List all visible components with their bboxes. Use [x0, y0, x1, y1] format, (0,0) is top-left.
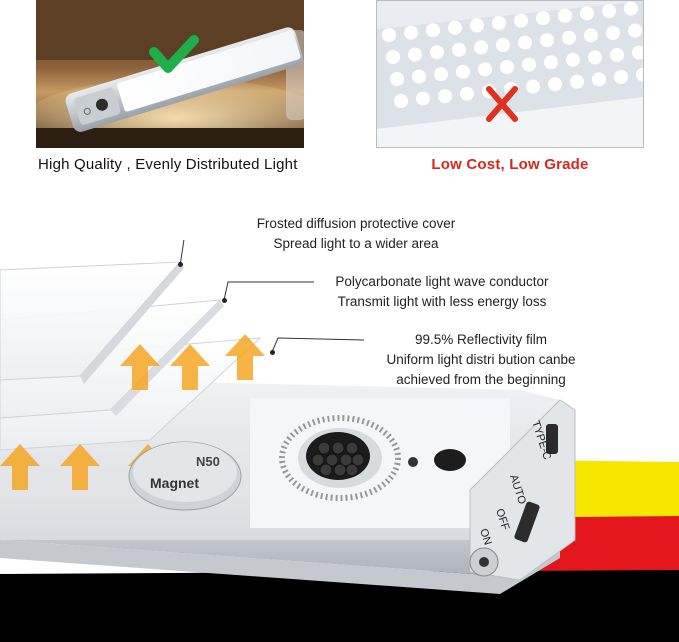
- led-dot: [518, 35, 532, 50]
- led-dot: [558, 8, 572, 23]
- led-dot: [438, 89, 452, 104]
- led-dot: [492, 16, 506, 30]
- sensor-lens-cell: [351, 453, 365, 467]
- end-cap-screw-icon: [479, 557, 489, 567]
- device-exploded-view: N50 Magnet TYPE-C ON OFF AUTO: [0, 240, 679, 642]
- sensor-lens-cell: [345, 441, 359, 455]
- led-dot: [606, 26, 620, 40]
- callout-1-line-1: Frosted diffusion protective cover: [256, 216, 456, 231]
- callout-reflectivity-film: 99.5% Reflectivity film Uniform light di…: [366, 330, 596, 390]
- led-dot: [456, 64, 470, 79]
- sensor-lens-cell: [319, 463, 333, 477]
- up-arrow-icon: [0, 444, 40, 490]
- led-dot: [514, 13, 528, 28]
- led-dot: [570, 74, 584, 89]
- sensor-lens-cell: [331, 441, 345, 455]
- led-dot: [496, 38, 510, 52]
- led-dot: [536, 11, 550, 26]
- led-dot: [548, 77, 562, 92]
- led-dot: [544, 55, 558, 70]
- good-quality-scene: [36, 0, 304, 148]
- up-arrow-icon: [225, 334, 265, 380]
- led-dot: [460, 86, 474, 101]
- low-grade-caption: Low Cost, Low Grade: [431, 156, 589, 173]
- side-control-panel: TYPE-C ON OFF AUTO: [469, 399, 576, 581]
- callout-leader-lines: [179, 240, 365, 353]
- led-dot: [426, 23, 440, 38]
- led-dot: [588, 50, 602, 65]
- led-dot: [522, 57, 536, 72]
- switch-label-on: ON: [477, 527, 494, 546]
- frosted-diffusion-cover-layer: [0, 261, 184, 384]
- light-sensor-icon: [434, 449, 466, 471]
- sensor-lens-cell: [345, 463, 359, 477]
- led-dot: [452, 42, 466, 57]
- cross-mark-icon: [486, 86, 518, 122]
- callout-dot-2: [222, 298, 227, 303]
- led-dot: [474, 40, 488, 55]
- led-dot: [624, 1, 638, 16]
- led-dot: [562, 30, 576, 45]
- led-dot: [500, 60, 514, 74]
- sensor-icon: [95, 98, 108, 111]
- sensor-lens-cell: [333, 463, 347, 477]
- led-dot: [404, 25, 418, 40]
- led-dot: [580, 6, 594, 21]
- light-bar-good: [65, 27, 303, 132]
- magnet-disc: N50 Magnet: [128, 441, 242, 511]
- led-dot: [628, 23, 642, 38]
- led-dot: [412, 69, 426, 84]
- indicator-led-icon: [408, 457, 418, 467]
- up-arrow-icon: [120, 344, 160, 390]
- callout-1-line-2: Spread light to a wider area: [273, 236, 439, 251]
- led-dot: [610, 48, 624, 62]
- led-dot: [526, 79, 540, 94]
- led-dot: [632, 45, 643, 60]
- led-dot: [408, 47, 422, 62]
- led-dot: [470, 18, 484, 33]
- up-arrow-icon: [170, 344, 210, 390]
- led-dot: [540, 33, 554, 48]
- callout-dot-1: [178, 262, 183, 267]
- low-grade-scene: [377, 1, 643, 147]
- led-dot: [614, 70, 628, 84]
- led-dot: [584, 28, 598, 43]
- check-mark-icon: [149, 35, 199, 73]
- callout-dot-3: [270, 350, 275, 355]
- motion-sensor: [279, 415, 401, 501]
- led-dot: [636, 67, 643, 82]
- sensor-lens-cell: [311, 453, 325, 467]
- led-dot: [448, 20, 462, 35]
- good-quality-photo: [36, 0, 304, 148]
- callout-3-line-3: achieved from the beginning: [396, 372, 566, 387]
- callout-3-line-1: 99.5% Reflectivity film: [414, 332, 548, 347]
- callout-2-line-1: Polycarbonate light wave conductor: [335, 274, 549, 289]
- led-dot: [478, 62, 492, 77]
- led-dot: [386, 50, 400, 64]
- callout-diffusion-cover: Frosted diffusion protective cover Sprea…: [238, 214, 474, 254]
- magnet-grade-label: N50: [196, 454, 220, 469]
- led-dot: [434, 67, 448, 82]
- led-dot: [602, 4, 616, 18]
- magnet-label: Magnet: [150, 475, 199, 491]
- callout-2-line-2: Transmit light with less energy loss: [337, 294, 547, 309]
- led-dot: [566, 52, 580, 67]
- good-quality-caption: High Quality , Evenly Distributed Light: [38, 156, 298, 173]
- callout-polycarbonate-conductor: Polycarbonate light wave conductor Trans…: [316, 272, 568, 312]
- led-dot: [416, 91, 430, 106]
- sensor-lens-cell: [317, 441, 331, 455]
- sensor-lens-cell: [325, 453, 339, 467]
- up-arrow-icon: [60, 444, 100, 490]
- led-dot: [592, 72, 606, 87]
- led-dot: [382, 28, 396, 42]
- mode-switch[interactable]: [514, 501, 541, 543]
- callout-3-line-2: Uniform light distri bution canbe: [386, 352, 576, 367]
- type-c-port[interactable]: [546, 424, 558, 454]
- led-dot: [394, 94, 408, 108]
- led-dot: [390, 72, 404, 86]
- low-grade-photo: [376, 0, 644, 148]
- led-dot: [430, 45, 444, 60]
